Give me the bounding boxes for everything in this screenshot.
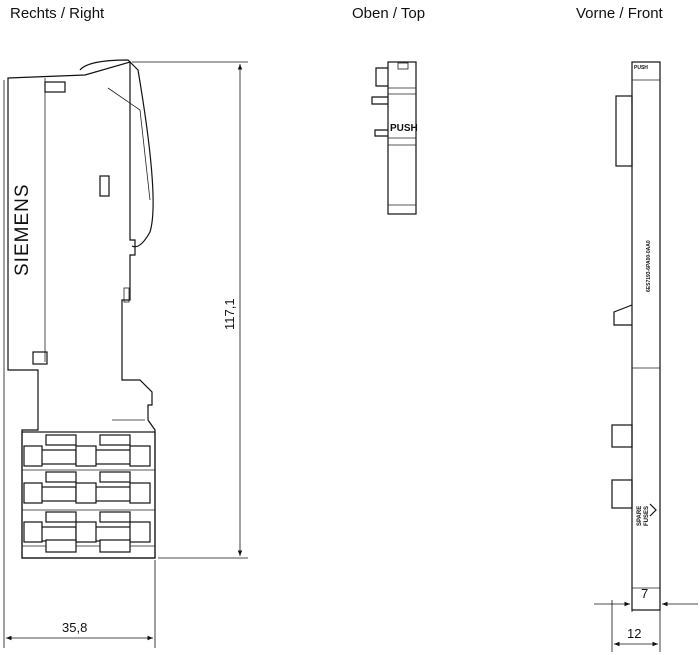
right-view-slot <box>123 287 130 303</box>
view-title-right: Rechts / Right <box>10 5 105 22</box>
spare-label-line2: FUSES <box>644 506 650 526</box>
front-push-label: PUSH <box>634 65 648 71</box>
brand-label: SIEMENS <box>12 183 33 276</box>
dim7-label: 7 <box>641 586 648 601</box>
right-view-housing <box>7 61 156 559</box>
front-view-side-latch <box>615 95 633 167</box>
push-label: PUSH <box>390 123 418 134</box>
right-view-latch-bottom <box>32 351 48 365</box>
top-view-left-tab <box>375 67 388 87</box>
view-title-top: Oben / Top <box>352 5 425 22</box>
height-dimension-label: 117,1 <box>222 298 237 330</box>
top-view: PUSH <box>371 61 418 215</box>
front-view-tab-2 <box>611 479 633 509</box>
front-view-hook <box>613 304 633 326</box>
right-view-clip-lever <box>79 59 154 248</box>
right-view-notch <box>99 175 110 197</box>
width-dimension-label: 35,8 <box>62 620 87 635</box>
view-title-front: Vorne / Front <box>576 5 664 22</box>
right-view: SIEMENS <box>3 59 248 648</box>
front-view: PUSH 6ES7193-6PA00-0AA0 SPARE FUSES 7 12 <box>594 61 698 652</box>
top-view-left-step-2 <box>374 129 388 137</box>
terminal-block <box>21 431 156 559</box>
terminal-block-frame <box>21 431 156 559</box>
part-number-label: 6ES7193-6PA00-0AA0 <box>646 240 652 292</box>
front-view-body <box>631 61 661 611</box>
spare-label-line1: SPARE <box>637 506 643 526</box>
right-view-lever-inner <box>107 87 151 201</box>
spare-arrow-icon <box>649 503 657 517</box>
front-view-tab <box>611 424 633 448</box>
right-view-latch-top <box>44 81 66 93</box>
top-view-left-step <box>371 96 388 105</box>
dim12-label: 12 <box>627 626 641 641</box>
